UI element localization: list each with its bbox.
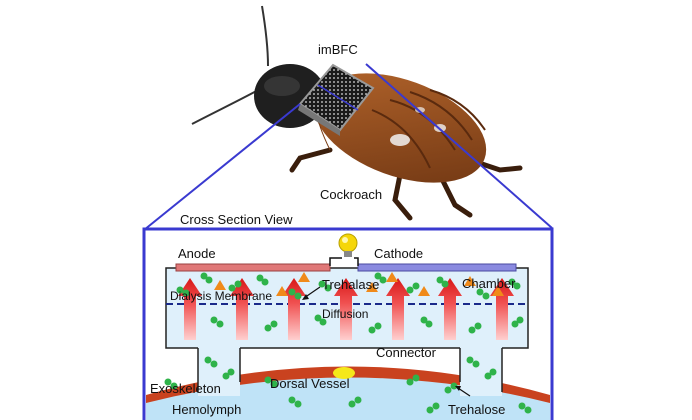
cathode-label: Cathode [374,246,423,261]
lightbulb-icon [338,233,358,257]
hemolymph-label: Hemolymph [172,402,241,417]
trehalose-particles [164,272,532,414]
connector-label: Connector [376,345,437,360]
diffusion-label: Diffusion [322,307,368,321]
imbfc-device [298,63,375,136]
diffusion-arrow [334,278,358,340]
anode-electrode [175,263,331,272]
cross-section-view: Anode Cathode Chamber Trehalase Dialysis… [142,227,554,420]
circuit-wire [329,257,359,266]
diffusion-arrow [438,278,462,340]
diffusion-arrow [386,278,410,340]
projection-line-left [143,103,301,231]
dorsal-vessel-label: Dorsal Vessel [270,376,350,391]
trehalase-particles [214,272,504,296]
trehalase-label: Trehalase [322,277,379,292]
membrane-label: Dialysis Membrane [170,289,272,303]
view-title: Cross Section View [180,212,293,227]
chamber-label: Chamber [462,276,516,291]
diffusion-arrow [230,278,254,340]
cathode-electrode [357,263,517,272]
insect-label: Cockroach [320,187,382,202]
exoskeleton-label: Exoskeleton [150,381,221,396]
anode-label: Anode [178,246,216,261]
trehalose-label: Trehalose [448,402,505,417]
dorsal-vessel [333,367,355,379]
projection-line-right [365,63,553,229]
device-label: imBFC [318,42,358,57]
